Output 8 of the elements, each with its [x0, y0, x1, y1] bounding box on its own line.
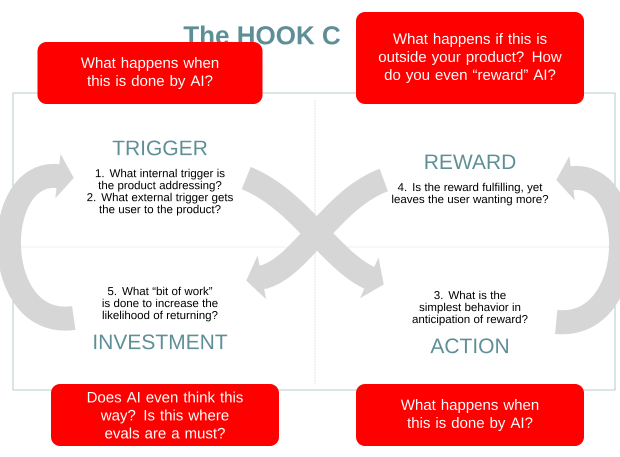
callout-box: Does AI even think this way? Is this where evals are a must? [51, 384, 279, 446]
cycle-arrow [0, 154, 74, 330]
stage-label: 3. What is the simplest behavior in anticipation of reward? ACTION [412, 290, 528, 354]
stage-label: 5. What “bit of work” is done to increase the likelihood of returning? INVESTMENT [94, 286, 228, 350]
callout-box: What happens if this is outside your product? How do you even “reward” AI? [356, 12, 584, 104]
stage-label: TRIGGER 1. What internal trigger is the product addressing? 2. What external trigger gets the user to the product? [87, 140, 233, 216]
stage-label: REWARD 4. Is the reward fulfilling, yet leaves the user wanting more? [392, 154, 548, 206]
callout-box: What happens when this is done by AI? [356, 384, 584, 446]
